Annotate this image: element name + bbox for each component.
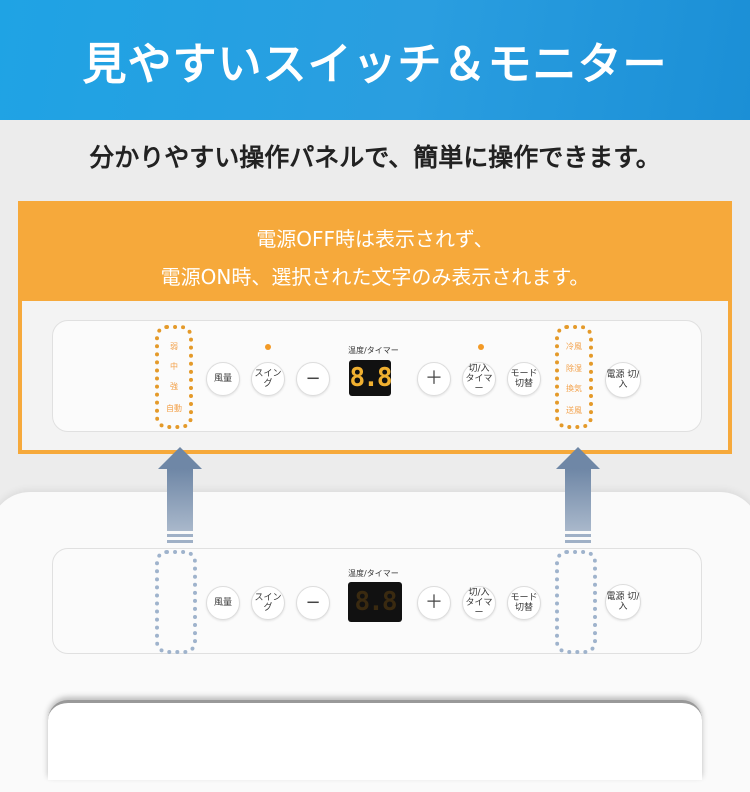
- swing-led: [265, 344, 271, 350]
- power-button[interactable]: 電源 切/入: [605, 584, 641, 620]
- timer-led: [478, 344, 484, 350]
- timer-button[interactable]: 切/入 タイマー: [462, 586, 496, 620]
- fan-indicator-highlight: [155, 325, 193, 429]
- mode-indicator-outline: [555, 550, 597, 654]
- control-panel-on: 弱 中 強 自動 風量 スイング − 温度/タイマー 8.8 ＋ 切/入 タイマ…: [52, 320, 702, 432]
- indicator-fan-low: 弱: [170, 342, 178, 351]
- arrow-up-right-icon: [556, 447, 600, 543]
- arrow-up-left-icon: [158, 447, 202, 543]
- callout-line-1: 電源OFF時は表示されず、: [256, 227, 494, 251]
- mode-indicator-highlight: [555, 325, 593, 429]
- mode-button[interactable]: モード 切替: [507, 586, 541, 620]
- fan-speed-button[interactable]: 風量: [206, 362, 240, 396]
- indicator-dehumidify: 除湿: [566, 364, 582, 373]
- digital-display: 8.8: [348, 582, 402, 622]
- indicator-fan-mid: 中: [170, 362, 178, 371]
- fan-indicator-outline: [155, 550, 197, 654]
- display-label: 温度/タイマー: [348, 346, 399, 355]
- indicator-cool: 冷風: [566, 342, 582, 351]
- indicator-fan-auto: 自動: [166, 404, 182, 413]
- minus-button[interactable]: −: [296, 586, 330, 620]
- digital-display: 8.8: [349, 360, 392, 396]
- fan-speed-button[interactable]: 風量: [206, 586, 240, 620]
- plus-button[interactable]: ＋: [417, 362, 451, 396]
- plus-button[interactable]: ＋: [417, 586, 451, 620]
- swing-button[interactable]: スイング: [251, 586, 285, 620]
- mode-button[interactable]: モード 切替: [507, 362, 541, 396]
- indicator-fan-mode: 送風: [566, 406, 582, 415]
- title-banner: 見やすいスイッチ＆モニター: [0, 0, 750, 120]
- indicator-ventilate: 換気: [566, 384, 582, 393]
- minus-button[interactable]: −: [296, 362, 330, 396]
- timer-button[interactable]: 切/入 タイマー: [462, 362, 496, 396]
- subtitle: 分かりやすい操作パネルで、簡単に操作できます。: [89, 143, 661, 172]
- swing-button[interactable]: スイング: [251, 362, 285, 396]
- page-title: 見やすいスイッチ＆モニター: [82, 39, 668, 90]
- display-label: 温度/タイマー: [348, 569, 399, 578]
- callout-line-2: 電源ON時、選択された文字のみ表示されます。: [160, 265, 590, 289]
- power-button[interactable]: 電源 切/入: [605, 362, 641, 398]
- indicator-fan-high: 強: [170, 382, 178, 391]
- control-panel-off: 風量 スイング − 温度/タイマー 8.8 ＋ 切/入 タイマー モード 切替 …: [52, 548, 702, 654]
